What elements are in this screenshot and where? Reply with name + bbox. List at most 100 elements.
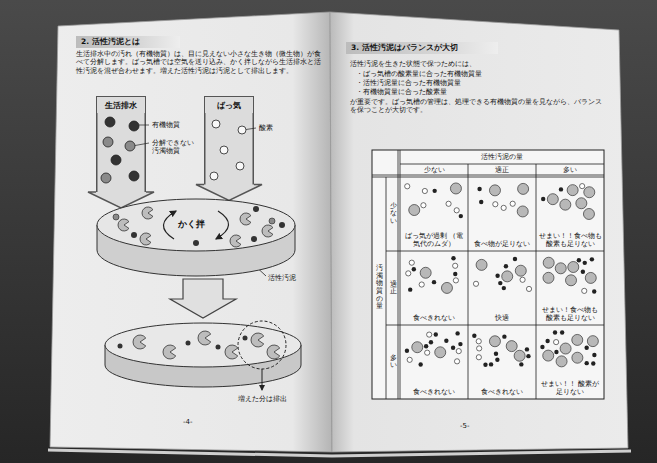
oxygen-dot: [453, 263, 458, 268]
pollutant-dot: [453, 272, 457, 276]
discharge-arrow: [262, 369, 263, 390]
table-cell: せまい！食べ物も 酸素も足りない: [538, 306, 602, 322]
sludge-organism: [568, 262, 579, 273]
text-holder: せまい！食べ物も 酸素も足りない: [538, 306, 602, 322]
table-rule: [536, 164, 537, 399]
pollutant-dot: [502, 286, 506, 290]
oxygen-dot: [501, 205, 506, 210]
pollutant-dot: [581, 270, 585, 274]
pollutant-dot: [429, 340, 433, 344]
sludge-organism: [489, 336, 500, 347]
text-holder: 酸素: [259, 124, 289, 132]
pollutant-dot: [554, 350, 558, 354]
sludge-organism: [163, 345, 176, 359]
text-holder: 活性汚泥を生きた状態で保つためには、: [350, 60, 608, 68]
oxygen-dot: [456, 349, 461, 354]
bullet-text: ・有機物質量に合った酸素量: [356, 88, 608, 96]
oxygen-dot: [236, 162, 244, 170]
callout-label: 分解できない汚濁物質: [152, 139, 196, 156]
table-cell: 快適: [470, 314, 534, 322]
row-header: 少ない: [390, 203, 397, 224]
pollutant-dot: [489, 362, 493, 366]
oxygen-dot: [425, 350, 430, 355]
section-heading: 2. 活性汚泥とは: [81, 37, 140, 47]
arrow-shaft-outline: [96, 113, 146, 193]
table-rule: [372, 177, 604, 178]
oxygen-dot: [220, 146, 228, 154]
pollutant-dot: [125, 141, 135, 151]
right-page-sheet: [330, 12, 628, 452]
bullet-text: ・活性汚泥量に合った有機物質量: [356, 79, 608, 87]
pollutant-dot: [545, 339, 549, 343]
arrow-shaft: [98, 113, 145, 193]
oxygen-dot: [409, 260, 414, 265]
body-text: 活性汚泥を生きた状態で保つためには、: [350, 60, 608, 68]
callout-label: 活性汚泥: [268, 274, 308, 282]
stirring-arrow: [163, 211, 176, 239]
sludge-organism: [572, 352, 583, 363]
sludge-organism: [543, 272, 554, 283]
organic-matter-dot: [253, 206, 259, 212]
pollutant-dot: [525, 347, 529, 351]
column-header: 多い: [538, 166, 602, 174]
settling-tank-contents: [118, 331, 280, 359]
table-header: 汚濁物質の量: [376, 265, 383, 311]
row-header: 多い: [390, 355, 397, 369]
arrow-shaft: [206, 113, 253, 185]
table-cell: せまい！！ 酸素が足りない: [538, 380, 602, 396]
pollutant-dot: [592, 353, 596, 357]
table-rule: [398, 150, 399, 399]
oxygen-dot: [520, 277, 525, 282]
text-holder: 適正: [470, 166, 534, 174]
sludge-organism: [262, 225, 273, 237]
transfer-arrow: [170, 279, 236, 318]
sludge-organism: [502, 271, 513, 282]
text-holder: 活性汚泥: [268, 274, 308, 282]
leader-line: [139, 125, 149, 126]
body-text: 生活排水中の汚れ（有機物質）は、目に見えない小さな生き物（微生物）が食べて分解し…: [76, 50, 322, 75]
pollutant-dot: [432, 189, 436, 193]
table-header: 活性汚泥の量: [402, 153, 602, 162]
sludge-organism: [240, 213, 251, 225]
pollutant-dot: [459, 214, 463, 218]
pollutant-dot: [495, 273, 499, 277]
text-holder: 汚濁物質の量: [376, 265, 383, 311]
sludge-organism: [517, 206, 528, 217]
arrow-head-fill: [196, 184, 262, 200]
text-holder: せまい！！ 酸素が足りない: [538, 380, 602, 396]
pollutant-dot: [559, 187, 563, 191]
sludge-organism: [587, 336, 598, 347]
pollutant-dot: [592, 289, 596, 293]
pollutant-dot: [444, 339, 448, 343]
pollutant-dot: [103, 137, 113, 147]
pollutant-dot: [101, 173, 111, 183]
sludge-organism: [567, 185, 578, 196]
text-holder: 多い: [390, 355, 397, 369]
pollutant-dot: [451, 256, 455, 260]
oxygen-dot: [454, 359, 459, 364]
table-cell: せまい！！食べ物も 酸素も足りない: [538, 232, 602, 248]
sludge-organism: [230, 235, 241, 247]
aeration-arrow-tail: ばっ気: [204, 96, 254, 113]
sludge-organism: [267, 345, 280, 359]
table-cell: ばっ気が過剰 （電気代のムダ）: [402, 232, 466, 248]
organic-matter-dot: [131, 232, 137, 238]
stirring-arrow: [216, 211, 229, 239]
oxygen-dot: [493, 202, 498, 207]
organic-matter-dot: [111, 155, 121, 165]
oxygen-dot: [473, 281, 478, 286]
pollutant-dot: [269, 218, 275, 224]
block-arrow: [88, 113, 154, 208]
body-text: が重要です。ばっ気槽の管理は、処理できる有機物質の量を見ながら、バランスを保つこ…: [350, 98, 608, 115]
organic-matter-dot: [129, 171, 139, 181]
sludge-organism: [547, 194, 558, 205]
pollutant-dot: [434, 332, 438, 336]
text-holder: 食べきれない: [402, 314, 466, 322]
pollutant-dot: [418, 362, 422, 366]
sludge-organism: [514, 350, 525, 361]
stream-name: 生活排水: [99, 100, 143, 111]
oxygen-dot: [446, 201, 451, 206]
table-cell: 食べきれない: [402, 314, 466, 322]
sludge-organism: [584, 187, 595, 198]
